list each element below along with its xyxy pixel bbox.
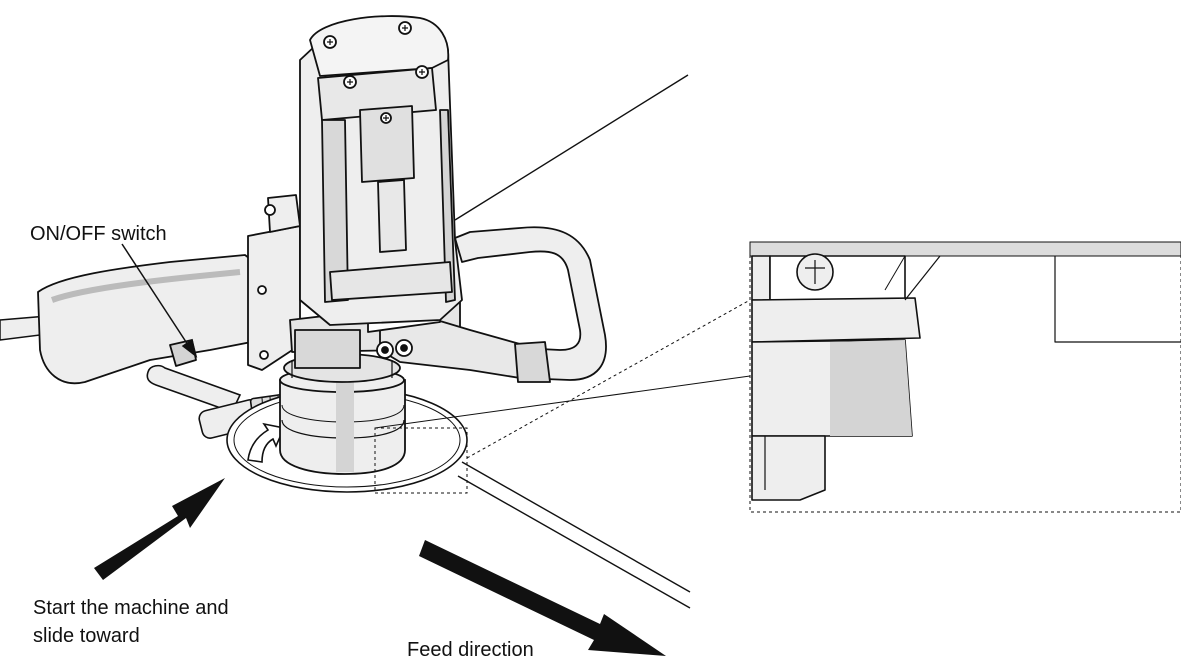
feed-direction-label: Feed direction (407, 639, 534, 661)
motor-housing (299, 15, 463, 326)
start-instruction-line2: slide toward (33, 625, 140, 647)
workpiece-edge (454, 74, 691, 609)
push-arrow-icon (94, 478, 225, 580)
left-grip-handle (37, 254, 263, 385)
start-instruction-line1: Start the machine and (33, 597, 229, 619)
switch-callout-line (121, 243, 198, 358)
switch-label: ON/OFF switch (30, 223, 167, 245)
cutter-column (279, 353, 406, 475)
detail-inset (749, 241, 1181, 513)
start-instruction-label: Start the machine and slide toward (33, 594, 229, 650)
zoom-indicator (374, 299, 751, 494)
feed-direction-arrow-icon (419, 540, 666, 656)
